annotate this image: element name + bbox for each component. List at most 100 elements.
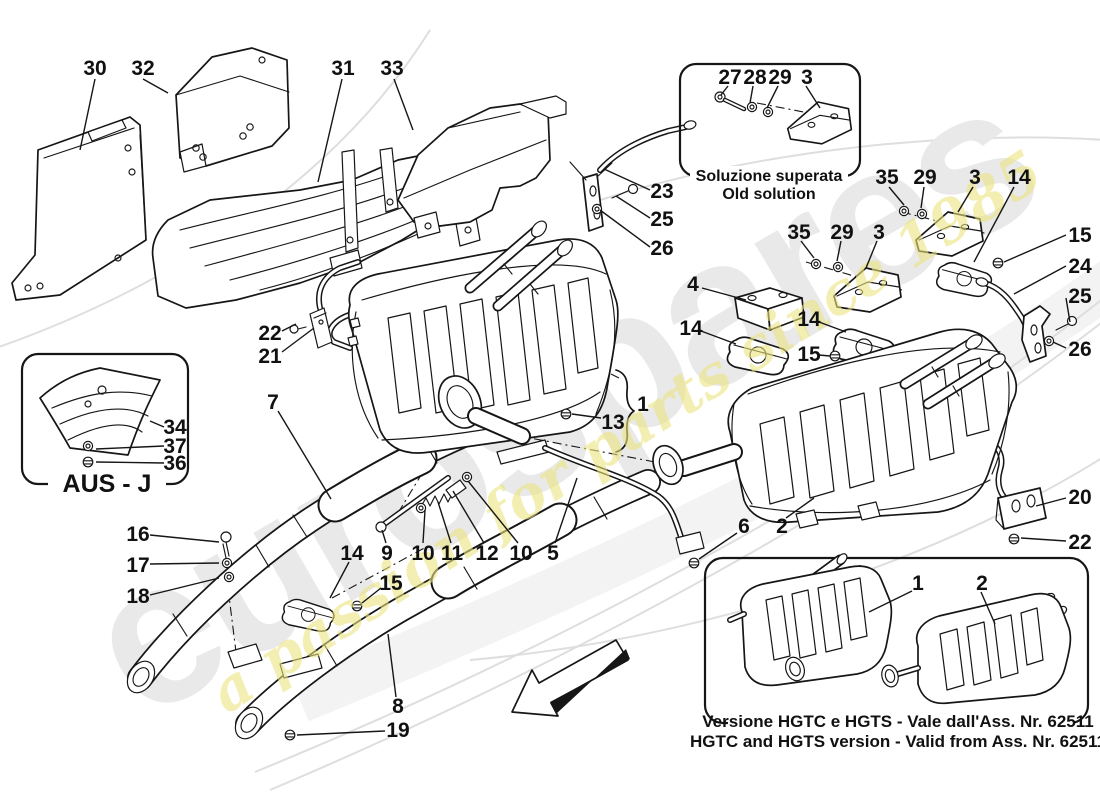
leader-line-29 — [836, 240, 842, 262]
leader-line-3 — [957, 186, 974, 213]
spring-bolt-assembly — [375, 471, 473, 533]
heat-shield-33 — [397, 95, 567, 239]
callout-5: 5 — [547, 542, 559, 565]
old-solution-caption-en: Old solution — [722, 186, 815, 203]
leader-line-27 — [720, 85, 729, 96]
leader-line-21 — [281, 327, 315, 353]
callout-1: 1 — [637, 393, 649, 416]
leader-line-1 — [868, 590, 913, 613]
silencer-2 — [652, 328, 1018, 529]
leader-line-12 — [452, 490, 485, 544]
callout-11: 11 — [441, 542, 464, 565]
old-solution-inset: Soluzione superata Old solution — [678, 62, 862, 203]
hgtc-inset: Versione HGTC e HGTS - Vale dall'Ass. Nr… — [690, 553, 1100, 751]
callout-29: 29 — [768, 66, 791, 89]
hgtc-caption-en: HGTC and HGTS version - Valid from Ass. … — [690, 732, 1100, 751]
leader-line-29 — [766, 85, 779, 109]
callout-22: 22 — [1068, 531, 1091, 554]
leader-line-2 — [980, 591, 996, 625]
leader-line-13 — [571, 413, 602, 419]
leader-line-29 — [920, 186, 925, 209]
callout-33: 33 — [380, 57, 403, 80]
hgtc-caption-it: Versione HGTC e HGTS - Vale dall'Ass. Nr… — [702, 712, 1093, 731]
leader-line-8 — [387, 633, 397, 698]
leader-line-26 — [599, 209, 651, 248]
callout-29: 29 — [913, 166, 936, 189]
nut-15-mid — [829, 350, 841, 362]
callout-14: 14 — [1007, 166, 1031, 189]
leader-line-7 — [277, 410, 332, 500]
leader-line-2 — [785, 497, 815, 519]
aus-j-caption: AUS - J — [63, 470, 152, 498]
callout-2: 2 — [976, 572, 988, 595]
callout-26: 26 — [1068, 338, 1091, 361]
callout-10: 10 — [509, 542, 532, 565]
callout-30: 30 — [83, 57, 106, 80]
heat-shield-32 — [175, 47, 290, 173]
callout-34: 34 — [163, 416, 187, 439]
leader-line-14 — [700, 330, 737, 345]
crossover-pipe-5 — [496, 439, 705, 569]
callout-25: 25 — [650, 208, 674, 231]
callout-15: 15 — [797, 343, 821, 366]
leader-line-15 — [1003, 234, 1067, 263]
heat-shield-30 — [11, 116, 147, 301]
leader-line-9 — [381, 529, 387, 544]
leader-line-10 — [467, 480, 519, 544]
hgtc-silencer-2 — [881, 592, 1072, 705]
callout-36: 36 — [163, 452, 186, 475]
callout-28: 28 — [743, 66, 767, 89]
callout-35: 35 — [875, 166, 899, 189]
callout-9: 9 — [381, 542, 393, 565]
leader-line-28 — [749, 85, 754, 104]
leader-line-37 — [95, 445, 165, 450]
leader-line-16 — [149, 534, 220, 543]
leader-line-23 — [603, 168, 651, 191]
leader-line-30 — [79, 78, 96, 151]
direction-arrow — [511, 639, 630, 717]
hgtc-silencer-1 — [727, 553, 893, 687]
group-brace-1 — [615, 369, 635, 453]
leader-line-5 — [554, 477, 578, 544]
leader-line-35 — [800, 240, 815, 259]
callout-22: 22 — [258, 322, 281, 345]
callout-14: 14 — [340, 542, 364, 565]
leader-line-22 — [281, 323, 297, 332]
callout-13: 13 — [601, 411, 624, 434]
callout-7: 7 — [267, 391, 279, 414]
callout-31: 31 — [331, 57, 355, 80]
leader-line-33 — [393, 78, 414, 131]
callout-12: 12 — [475, 542, 498, 565]
callout-26: 26 — [650, 237, 673, 260]
front-pipe-8 — [227, 469, 661, 741]
leader-line-32 — [142, 78, 169, 94]
fasteners-16-17-18 — [220, 531, 235, 583]
callout-18: 18 — [126, 585, 150, 608]
callout-19: 19 — [386, 719, 409, 742]
callout-3: 3 — [873, 221, 885, 244]
leader-line-3 — [805, 85, 821, 109]
leader-line-25 — [615, 195, 651, 219]
leader-line-10 — [422, 509, 426, 544]
mount-straps — [341, 147, 399, 253]
callout-29: 29 — [830, 221, 853, 244]
callout-20: 20 — [1068, 486, 1091, 509]
leader-line-6 — [698, 532, 738, 560]
callout-17: 17 — [126, 554, 149, 577]
callout-37: 37 — [163, 435, 186, 458]
leader-line-25 — [1065, 297, 1071, 323]
hanger-bracket-23 — [569, 120, 697, 232]
bracket-4 — [734, 287, 805, 331]
callout-16: 16 — [126, 523, 149, 546]
callout-3: 3 — [969, 166, 981, 189]
callout-15: 15 — [1068, 224, 1092, 247]
callout-14: 14 — [679, 317, 703, 340]
callout-6: 6 — [738, 515, 750, 538]
leader-line-15 — [361, 587, 382, 604]
callout-15: 15 — [379, 572, 403, 595]
callout-23: 23 — [650, 180, 673, 203]
leader-line-20 — [1035, 497, 1067, 507]
callout-4: 4 — [687, 273, 699, 296]
silencer-1 — [326, 220, 619, 454]
